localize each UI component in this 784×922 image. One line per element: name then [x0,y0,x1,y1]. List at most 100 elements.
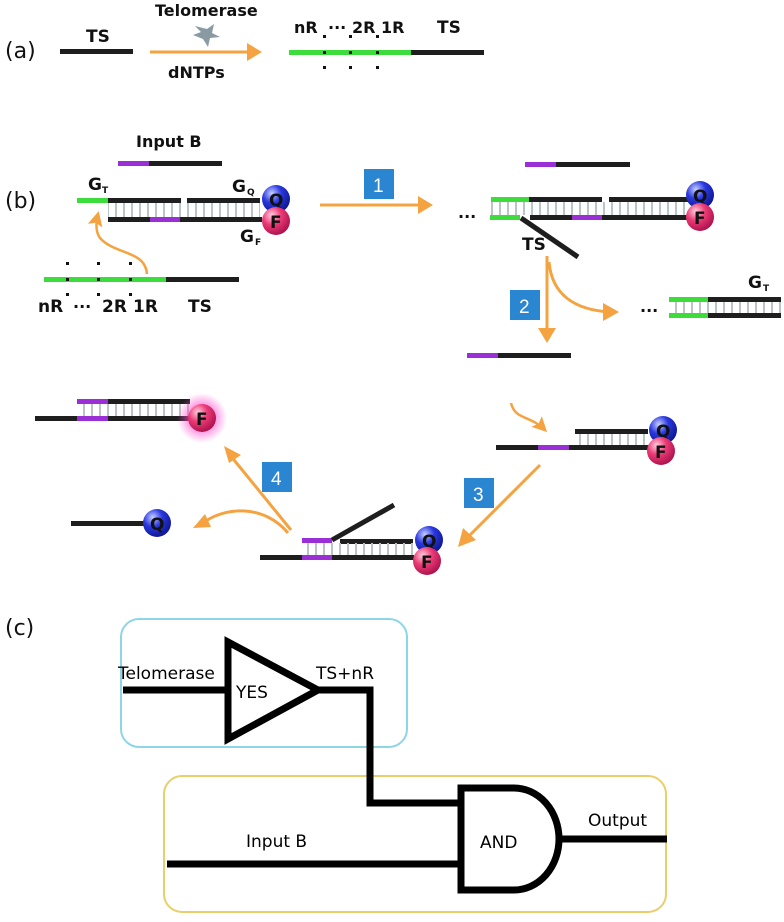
input-b-gate-label: Input B [246,832,307,852]
input-b-bound-toehold [302,538,332,543]
gf-right-2 [569,445,651,450]
released-gt-subscript: T [763,284,770,294]
extended-ts-label: TS [437,18,461,38]
gf-left-final [35,416,77,421]
telomerase-enzyme-icon [193,24,220,47]
gf-input-domain-3 [302,555,332,560]
gf-input-domain-2 [538,445,569,450]
fluorophore-letter: F [694,209,706,229]
telomerase-product: nR ··· 2R 1R TS [38,211,239,317]
repeat-label-1r: 1R [381,18,404,37]
displacement-complex: Q F [260,502,443,575]
input-b-strand-2 [498,353,571,358]
base-pairs-3 [302,543,413,555]
gf-label: G [240,227,254,247]
input-b-toehold [118,161,149,166]
quencher-icon [262,185,290,213]
ts-tail [519,215,580,260]
initial-duplex: G T G Q G F Q F [77,175,290,248]
ts-label: TS [86,27,110,47]
fluorescent-product: F [35,393,227,443]
gq-strand-bound [609,197,691,202]
gt-strand-bound [529,197,602,202]
quencher-letter: Q [269,191,283,211]
gq-subscript: Q [247,188,255,198]
input-b-toehold-final [77,399,108,404]
repeat-label-ellipsis: ··· [328,18,346,37]
yes-gate-icon [224,636,326,745]
panel-b: (b) Input B G T G Q G F Q F [5,132,781,575]
panel-a: (a) TS Telomerase dNTPs nR ··· 2R 1R TS [5,1,484,82]
step-1-arrowhead-icon [418,196,433,214]
output-label: Output [588,811,647,831]
fluorophore-icon [647,437,675,465]
fluorophore-letter: F [655,443,667,463]
step-4-arrow-fluorescence [228,454,293,531]
released-gq-strand [71,521,144,526]
repeat-label-nr: nR [294,18,318,37]
step-1-badge [364,169,394,199]
yes-gate-box [120,618,408,748]
gq-strand-2 [575,429,648,434]
gf-right-3 [332,555,414,560]
release-arrow [547,261,611,314]
quencher-icon [649,416,677,444]
gf-strand-left [108,217,150,222]
gt-toehold [77,198,108,203]
released-gt-label: G [748,273,762,293]
ts-primer-strand [60,49,133,54]
base-pairs-bound [491,202,691,215]
gt-toehold-bound [491,197,529,202]
gq-gf-duplex: Q F [496,416,677,465]
binding-arrow [87,211,149,275]
gf-input-domain-bound [572,215,602,220]
step-4-badge [262,462,292,492]
step-2-badge [510,290,540,320]
step-4-number: 4 [271,469,282,490]
step-3-badge [464,478,494,508]
telomerase-input-label: Telomerase [117,664,215,684]
and-gate-icon [457,784,563,894]
quencher-letter: Q [693,187,707,207]
product-ts [166,277,239,282]
input-b-displacing-strand [330,502,396,543]
free-input-b-toehold [525,162,556,167]
ts-tail-label: TS [522,235,546,255]
gf-strand-right [180,217,262,222]
input-b-label: Input B [136,132,202,151]
gf-left-3 [260,555,302,560]
fluorophore-icon [686,203,714,231]
base-pairs-2 [575,434,648,445]
telomerase-label: Telomerase [155,1,258,20]
gf-input-domain [150,217,180,222]
repeat-junction-dots [323,35,379,69]
input-b-toehold-2 [467,353,498,358]
step-1-number: 1 [373,176,384,197]
input-b-strand [149,161,222,166]
yes-output-label: TS+nR [315,664,374,684]
and-gate-label: AND [480,833,517,853]
fluorophore-letter: F [421,553,433,573]
gf-left-2 [496,445,538,450]
ellipsis-left: ··· [458,207,476,226]
gt-subscript: T [102,186,109,196]
product-ts-label: TS [188,297,212,317]
step-4-arrow-quencher [199,509,290,534]
gf-left-bound [530,215,572,220]
quencher-icon [686,181,714,209]
step-2-number: 2 [519,297,530,318]
product-junction-dots [66,262,132,296]
released-strand-bottom [708,313,781,318]
released-base-pairs [669,302,781,313]
gt-strand [108,198,181,203]
released-gt-duplex: ··· G T [640,273,781,320]
repeat-label-2r: 2R [352,18,375,37]
panel-c-label: (c) [5,616,34,641]
step-2-arrowhead-icon [538,328,556,343]
product-label-2r: 2R [102,297,127,317]
gq-label: G [232,177,246,197]
input-b-binding-arrow [509,402,548,433]
quencher-letter: Q [422,532,436,552]
input-b-strand-final [108,399,190,404]
